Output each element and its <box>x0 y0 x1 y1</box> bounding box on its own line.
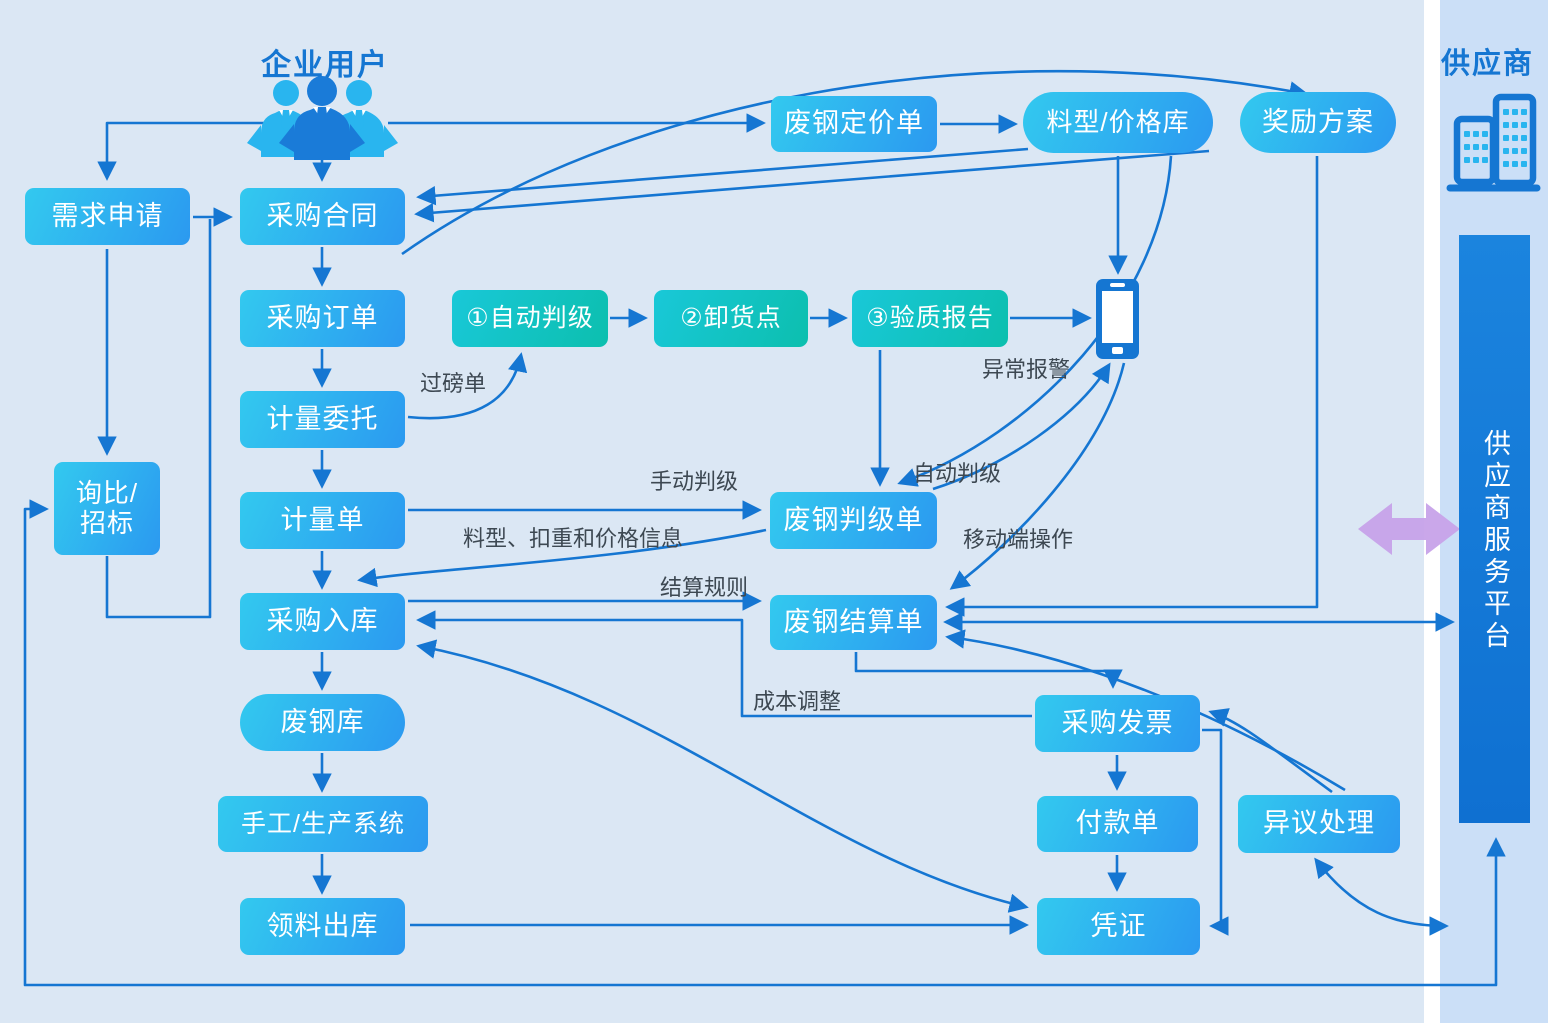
node-scrap-settlement: 废钢结算单 <box>770 595 937 650</box>
node-auto-grading-step: ①自动判级 <box>452 290 608 347</box>
node-reward-plan: 奖励方案 <box>1240 92 1396 153</box>
label-material-info: 料型、扣重和价格信息 <box>463 526 684 551</box>
node-demand-request: 需求申请 <box>25 188 190 245</box>
edge-inbound-voucher-scurve <box>416 639 1029 913</box>
label-settlement-rules: 结算规则 <box>660 575 749 600</box>
edge-phone-to-settlement <box>949 362 1126 590</box>
edge-bidding-join-line <box>105 219 212 619</box>
label-auto-grading: 自动判级 <box>913 461 1002 486</box>
node-manual-production: 手工/生产系统 <box>218 796 428 852</box>
node-scrap-warehouse: 废钢库 <box>240 694 405 751</box>
label-manual-grading: 手动判级 <box>650 469 739 494</box>
edge-dispute-to-invoice <box>1208 708 1333 794</box>
edge-reward-plan-to-settlement <box>945 156 1319 617</box>
office-buildings-icon <box>1446 93 1541 192</box>
node-unloading-point: ②卸货点 <box>654 290 808 347</box>
edge-users-to-demand-request <box>97 121 268 181</box>
node-dispute-handling: 异议处理 <box>1238 795 1400 853</box>
edge-price-library-to-contract-1 <box>416 147 1029 206</box>
label-cost-adjustment: 成本调整 <box>753 689 842 714</box>
edge-invoice-to-voucher-loop <box>1202 728 1229 936</box>
node-payment-order: 付款单 <box>1037 796 1198 852</box>
node-purchase-order: 采购订单 <box>240 290 405 347</box>
enterprise-users-icon <box>247 76 398 160</box>
node-purchase-inbound: 采购入库 <box>240 593 405 650</box>
label-weighing-slip: 过磅单 <box>420 371 487 396</box>
node-quality-report: ③验质报告 <box>852 290 1008 347</box>
label-abnormal-alarm: 异常报警 <box>982 357 1071 382</box>
edge-dispute-platform-curve <box>1314 857 1449 936</box>
node-material-outbound: 领料出库 <box>240 898 405 955</box>
bidirectional-arrow-icon <box>1358 503 1460 555</box>
node-price-library: 料型/价格库 <box>1023 92 1213 153</box>
supplier-platform-label: 供应商服务平台 <box>1480 429 1510 653</box>
node-voucher: 凭证 <box>1037 898 1200 955</box>
label-mobile-operation: 移动端操作 <box>963 527 1074 552</box>
edge-bidding-platform-loop <box>23 499 1506 987</box>
node-measure-commission: 计量委托 <box>240 391 405 448</box>
node-inquiry-bidding: 询比/招标 <box>54 462 160 555</box>
edge-price-library-to-grading-slip <box>897 155 1173 487</box>
smartphone-icon <box>1096 279 1139 359</box>
edge-invoice-cost-adjust-to-inbound <box>416 610 1032 718</box>
node-scrap-grading: 废钢判级单 <box>770 492 937 549</box>
edge-commission-to-auto-grading <box>407 352 528 420</box>
edge-grading-slip-to-phone-alarm <box>932 362 1111 491</box>
node-purchase-invoice: 采购发票 <box>1035 695 1200 752</box>
node-scrap-pricing: 废钢定价单 <box>771 96 937 152</box>
edge-grading-slip-to-inbound <box>357 528 767 588</box>
enterprise-user-title: 企业用户 <box>261 49 389 82</box>
edge-contract-to-reward-plan-curve <box>401 69 1309 256</box>
edge-price-library-to-contract-2 <box>414 149 1210 223</box>
node-purchase-contract: 采购合同 <box>240 188 405 245</box>
edge-settlement-to-invoice <box>854 652 1123 689</box>
node-measure-slip: 计量单 <box>240 492 405 549</box>
supplier-title: 供应商 <box>1441 48 1535 80</box>
